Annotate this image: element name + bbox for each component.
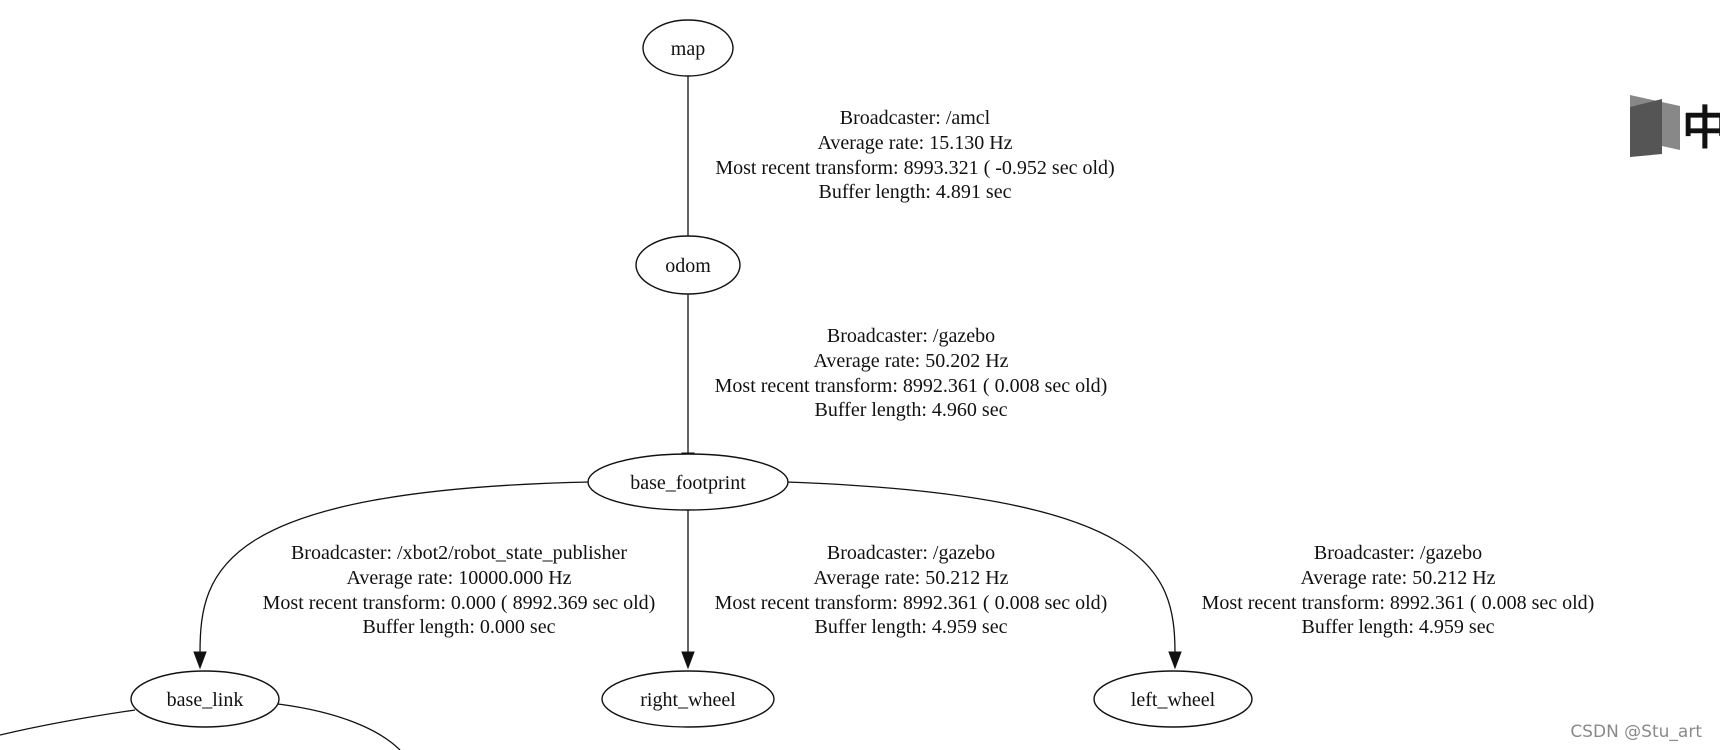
logo-character: 中 (1682, 103, 1720, 154)
edge-map-odom (681, 76, 695, 254)
edge-label-buffer: Buffer length: 4.959 sec (1302, 616, 1495, 638)
edge-label-base-footprint-left-wheel: Broadcaster: /gazebo Average rate: 50.21… (1202, 542, 1595, 638)
edge-label-broadcaster: Broadcaster: /amcl (840, 107, 991, 129)
edge-label-rate: Average rate: 50.202 Hz (813, 350, 1008, 372)
edge-label-broadcaster: Broadcaster: /gazebo (827, 325, 995, 347)
edge-label-buffer: Buffer length: 4.959 sec (815, 616, 1008, 638)
edge-label-odom-base-footprint: Broadcaster: /gazebo Average rate: 50.20… (715, 325, 1108, 421)
edge-label-transform: Most recent transform: 8993.321 ( -0.952… (715, 157, 1114, 179)
node-odom[interactable]: odom (635, 235, 741, 295)
node-map[interactable]: map (642, 19, 734, 77)
watermark: CSDN @Stu_art (1570, 722, 1702, 742)
edge-label-rate: Average rate: 50.212 Hz (813, 567, 1008, 589)
edge-labels: Broadcaster: /amcl Average rate: 15.130 … (263, 107, 1595, 638)
edge-label-rate: Average rate: 50.212 Hz (1300, 567, 1495, 589)
edge-label-transform: Most recent transform: 8992.361 ( 0.008 … (715, 375, 1108, 397)
edge-label-buffer: Buffer length: 0.000 sec (363, 616, 556, 638)
logo: 中 (1630, 95, 1720, 157)
edge-label-transform: Most recent transform: 8992.361 ( 0.008 … (1202, 592, 1595, 614)
edge-label-buffer: Buffer length: 4.960 sec (815, 399, 1008, 421)
edge-label-transform: Most recent transform: 8992.361 ( 0.008 … (715, 592, 1108, 614)
edge-base-footprint-base-link (193, 481, 591, 670)
edge-label-map-odom: Broadcaster: /amcl Average rate: 15.130 … (715, 107, 1114, 203)
node-label-right-wheel: right_wheel (640, 689, 736, 711)
edge-label-base-footprint-right-wheel: Broadcaster: /gazebo Average rate: 50.21… (715, 542, 1108, 638)
edge-base-link-offscreen-children (0, 703, 401, 750)
nodes: map odom base_footprint base_link right_… (130, 19, 1253, 728)
node-right-wheel[interactable]: right_wheel (601, 670, 775, 728)
node-label-odom: odom (665, 255, 711, 277)
edge-label-broadcaster: Broadcaster: /xbot2/robot_state_publishe… (291, 542, 627, 564)
book-logo-icon-spine (1630, 99, 1662, 157)
node-left-wheel[interactable]: left_wheel (1093, 670, 1253, 728)
node-label-base-footprint: base_footprint (630, 472, 746, 494)
edge-label-broadcaster: Broadcaster: /gazebo (1314, 542, 1482, 564)
edge-label-rate: Average rate: 15.130 Hz (817, 132, 1012, 154)
node-label-left-wheel: left_wheel (1131, 689, 1216, 711)
edge-base-footprint-right-wheel (681, 510, 695, 670)
edge-label-broadcaster: Broadcaster: /gazebo (827, 542, 995, 564)
edge-odom-base-footprint (681, 294, 695, 471)
node-label-map: map (671, 38, 705, 60)
edge-label-buffer: Buffer length: 4.891 sec (819, 181, 1012, 203)
edge-base-footprint-left-wheel (785, 481, 1182, 670)
node-base-link[interactable]: base_link (130, 670, 280, 728)
node-label-base-link: base_link (167, 689, 244, 711)
edge-label-base-footprint-base-link: Broadcaster: /xbot2/robot_state_publishe… (263, 542, 656, 638)
node-base-footprint[interactable]: base_footprint (587, 453, 789, 511)
edge-label-transform: Most recent transform: 0.000 ( 8992.369 … (263, 592, 656, 614)
edge-label-rate: Average rate: 10000.000 Hz (346, 567, 571, 589)
